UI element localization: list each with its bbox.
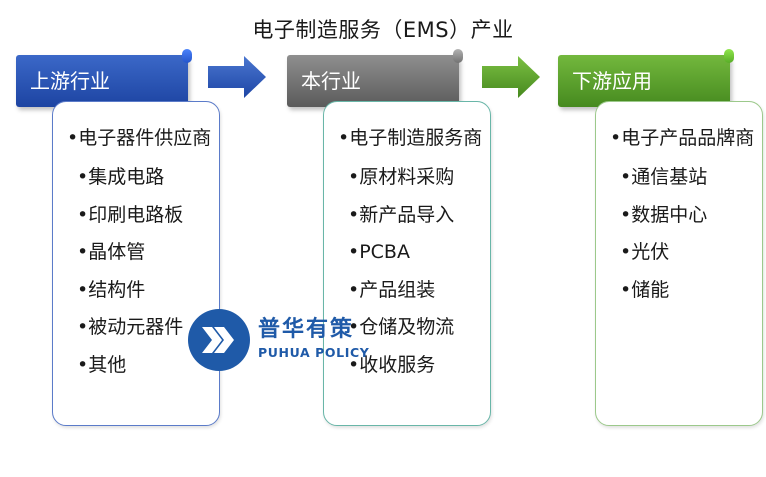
watermark-name-en: PUHUA POLICY [258,345,370,360]
list-item: •数据中心 [620,203,708,226]
upstream-header-label: 上游行业 [30,69,110,93]
list-item: •产品组装 [348,278,436,301]
list-item: •原材料采购 [348,166,455,188]
list-item: •晶体管 [77,241,146,263]
downstream-main-item: •电子产品品牌商 [610,127,755,149]
list-item: •收收服务 [348,353,436,376]
downstream-header: 下游应用 [558,55,730,107]
industry-header-label: 本行业 [301,69,361,93]
industry-header: 本行业 [287,55,459,107]
arrow-right-icon [208,56,266,98]
list-item: •结构件 [77,278,146,301]
upstream-header: 上游行业 [16,55,188,107]
downstream-header-label: 下游应用 [572,69,652,93]
list-item: •通信基站 [620,166,708,188]
industry-main-item: •电子制造服务商 [338,127,483,149]
watermark-logo: 普华有策 PUHUA POLICY [188,305,369,377]
list-item: •储能 [620,278,670,301]
list-item: •光伏 [620,241,670,263]
industry-box: •电子制造服务商 •原材料采购 •新产品导入 •PCBA •产品组装 •仓储及物… [323,101,491,426]
downstream-box: •电子产品品牌商 •通信基站 •数据中心 •光伏 •储能 [595,101,763,426]
list-item: •被动元器件 [77,316,184,338]
watermark-name-cn: 普华有策 [258,317,355,342]
list-item: •新产品导入 [348,203,455,226]
list-item: •PCBA [348,241,410,263]
diagram-title: 电子制造服务（EMS）产业 [252,18,514,42]
list-item: •印刷电路板 [77,203,184,226]
upstream-main-item: •电子器件供应商 [67,127,212,149]
list-item: •集成电路 [77,166,165,188]
arrow-right-icon [482,56,540,98]
list-item: •其他 [77,353,127,376]
puhua-logo-icon [188,309,250,371]
list-item: •仓储及物流 [348,316,455,338]
upstream-box: •电子器件供应商 •集成电路 •印刷电路板 •晶体管 •结构件 •被动元器件 •… [52,101,220,426]
